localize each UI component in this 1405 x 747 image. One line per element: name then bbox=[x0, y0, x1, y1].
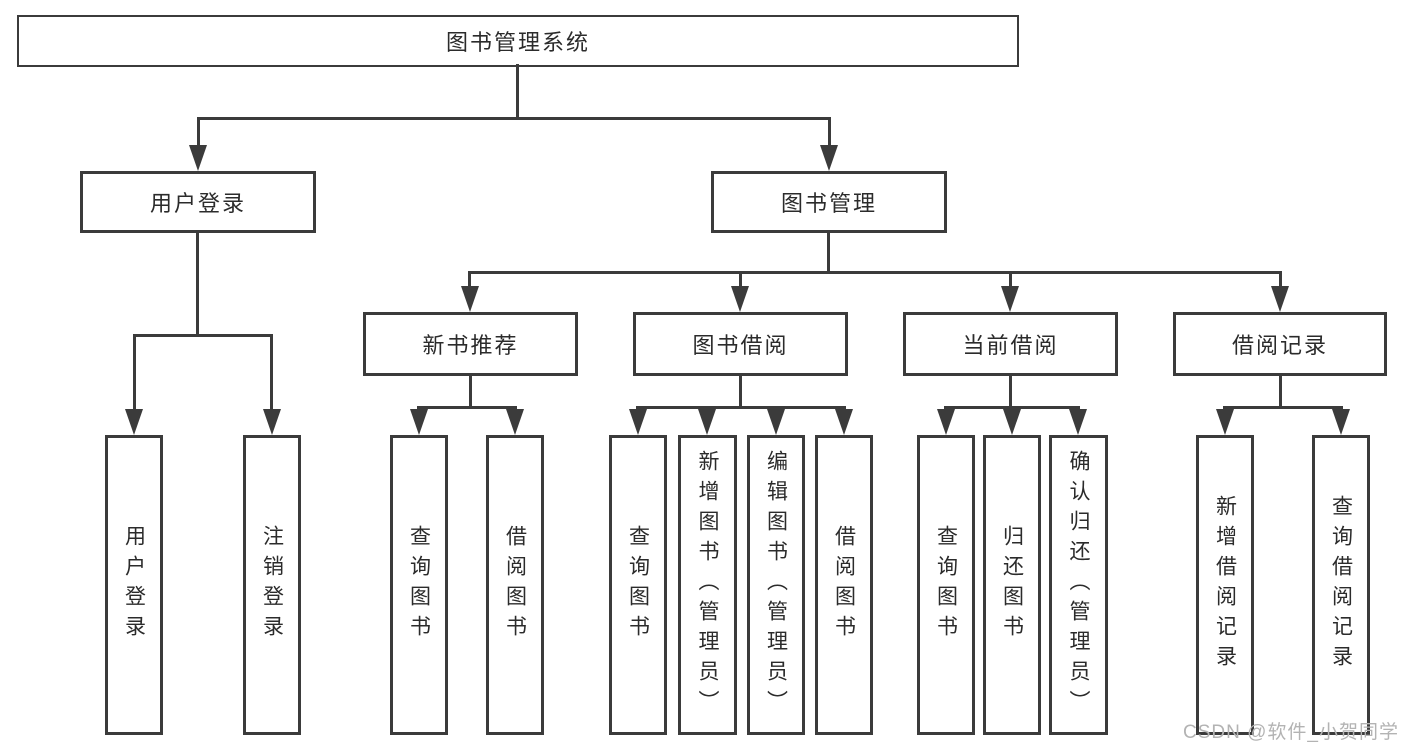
node-new-book-recommend: 新书推荐 bbox=[363, 312, 578, 376]
leaf-confirm-return-admin: 确认归还（管理员） bbox=[1049, 435, 1108, 735]
node-label: 当前借阅 bbox=[962, 333, 1059, 358]
connector-line bbox=[1009, 376, 1012, 409]
connector-line bbox=[197, 117, 830, 120]
node-root: 图书管理系统 bbox=[17, 15, 1019, 67]
connector-line bbox=[827, 233, 830, 274]
connector-line bbox=[133, 334, 136, 410]
leaf-edit-book-admin: 编辑图书（管理员） bbox=[747, 435, 805, 735]
connector-line bbox=[468, 271, 1282, 274]
leaf-logout-login: 注销登录 bbox=[243, 435, 301, 735]
node-label: 新书推荐 bbox=[422, 333, 519, 358]
connector-line bbox=[270, 334, 273, 410]
leaf-add-book-admin: 新增图书（管理员） bbox=[678, 435, 737, 735]
leaf-query-books-recommend: 查询图书 bbox=[390, 435, 448, 735]
node-label: 图书管理 bbox=[780, 191, 877, 216]
arrowhead-icon bbox=[410, 409, 428, 435]
leaf-label: 新增借阅记录 bbox=[1213, 495, 1237, 675]
arrowhead-icon bbox=[698, 409, 716, 435]
node-user-login: 用户登录 bbox=[80, 171, 316, 233]
arrowhead-icon bbox=[835, 409, 853, 435]
leaf-borrow-books: 借阅图书 bbox=[815, 435, 873, 735]
leaf-query-books-borrow: 查询图书 bbox=[609, 435, 667, 735]
connector-line bbox=[1223, 406, 1343, 409]
connector-line bbox=[1009, 271, 1012, 289]
leaf-user-login: 用户登录 bbox=[105, 435, 163, 735]
leaf-label: 用户登录 bbox=[122, 525, 146, 645]
leaf-label: 借阅图书 bbox=[832, 525, 856, 645]
arrowhead-icon bbox=[189, 145, 207, 171]
arrowhead-icon bbox=[1001, 286, 1019, 312]
watermark: CSDN @软件_小贺同学 bbox=[1183, 722, 1399, 743]
leaf-label: 查询图书 bbox=[407, 525, 431, 645]
node-label: 图书管理系统 bbox=[445, 30, 590, 55]
arrowhead-icon bbox=[506, 409, 524, 435]
leaf-label: 注销登录 bbox=[260, 525, 284, 645]
connector-line bbox=[1279, 376, 1282, 409]
leaf-label: 查询图书 bbox=[626, 525, 650, 645]
arrowhead-icon bbox=[1069, 409, 1087, 435]
leaf-borrow-books-recommend: 借阅图书 bbox=[486, 435, 544, 735]
arrowhead-icon bbox=[1271, 286, 1289, 312]
connector-line bbox=[196, 233, 199, 336]
connector-line bbox=[197, 117, 200, 150]
leaf-label: 查询借阅记录 bbox=[1329, 495, 1353, 675]
connector-line bbox=[417, 406, 517, 409]
leaf-label: 确认归还（管理员） bbox=[1067, 450, 1090, 720]
connector-line bbox=[739, 376, 742, 409]
node-current-borrow: 当前借阅 bbox=[903, 312, 1118, 376]
connector-line bbox=[469, 376, 472, 409]
leaf-label: 新增图书（管理员） bbox=[696, 450, 719, 720]
node-borrow-records: 借阅记录 bbox=[1173, 312, 1387, 376]
leaf-add-borrow-record: 新增借阅记录 bbox=[1196, 435, 1254, 735]
node-label: 用户登录 bbox=[149, 191, 246, 216]
connector-line bbox=[739, 271, 742, 289]
connector-line bbox=[828, 117, 831, 150]
leaf-label: 归还图书 bbox=[1000, 525, 1024, 645]
node-label: 图书借阅 bbox=[692, 333, 789, 358]
connector-line bbox=[1279, 271, 1282, 289]
leaf-query-books-current: 查询图书 bbox=[917, 435, 975, 735]
leaf-label: 编辑图书（管理员） bbox=[764, 450, 788, 720]
connector-line bbox=[516, 64, 519, 120]
arrowhead-icon bbox=[731, 286, 749, 312]
leaf-return-books: 归还图书 bbox=[983, 435, 1041, 735]
node-label: 借阅记录 bbox=[1231, 333, 1328, 358]
arrowhead-icon bbox=[1332, 409, 1350, 435]
connector-line bbox=[133, 334, 273, 337]
node-book-management: 图书管理 bbox=[711, 171, 947, 233]
arrowhead-icon bbox=[767, 409, 785, 435]
arrowhead-icon bbox=[629, 409, 647, 435]
arrowhead-icon bbox=[937, 409, 955, 435]
arrowhead-icon bbox=[461, 286, 479, 312]
leaf-label: 查询图书 bbox=[934, 525, 958, 645]
leaf-label: 借阅图书 bbox=[503, 525, 527, 645]
connector-line bbox=[468, 271, 471, 289]
connector-line bbox=[636, 406, 846, 409]
arrowhead-icon bbox=[263, 409, 281, 435]
arrowhead-icon bbox=[1003, 409, 1021, 435]
arrowhead-icon bbox=[125, 409, 143, 435]
arrowhead-icon bbox=[820, 145, 838, 171]
connector-line bbox=[944, 406, 1080, 409]
node-book-borrow: 图书借阅 bbox=[633, 312, 848, 376]
leaf-query-borrow-record: 查询借阅记录 bbox=[1312, 435, 1370, 735]
arrowhead-icon bbox=[1216, 409, 1234, 435]
